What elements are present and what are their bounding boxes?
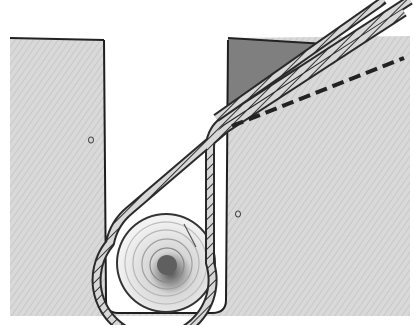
log-core [157, 255, 177, 275]
ground-left [10, 38, 106, 316]
log [117, 214, 215, 312]
